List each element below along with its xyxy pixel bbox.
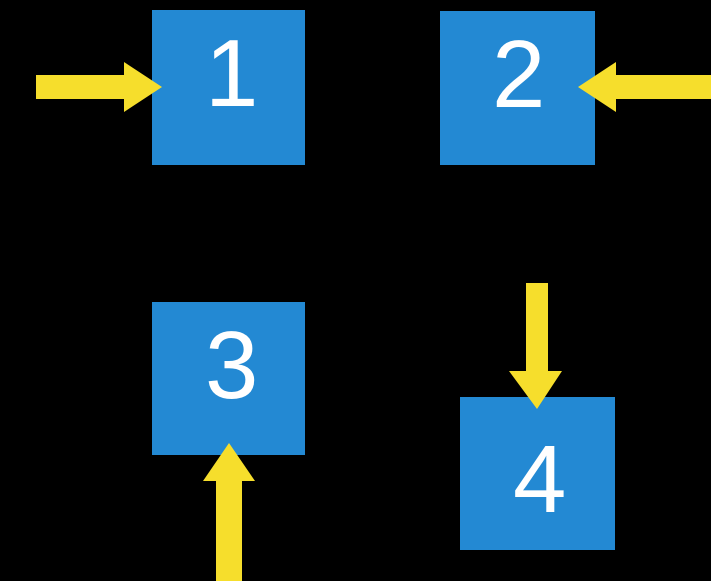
- node-box-1[interactable]: [152, 10, 305, 165]
- arrow-left-shape: [578, 62, 711, 112]
- arrow-down-shape: [509, 283, 562, 409]
- node-box-2[interactable]: [440, 11, 595, 165]
- arrow-into-box-2: [578, 62, 711, 112]
- node-label-3: 3: [205, 312, 259, 419]
- arrow-up-shape: [203, 443, 255, 581]
- node-label-2: 2: [492, 21, 546, 128]
- arrow-into-box-4: [509, 283, 562, 409]
- node-label-4: 4: [513, 426, 567, 533]
- node-box-3[interactable]: [152, 302, 305, 455]
- arrow-right-shape: [36, 62, 162, 112]
- node-label-1: 1: [205, 20, 259, 127]
- node-box-4[interactable]: [460, 397, 615, 550]
- arrow-into-box-1: [36, 62, 162, 112]
- arrow-into-box-3: [203, 443, 255, 581]
